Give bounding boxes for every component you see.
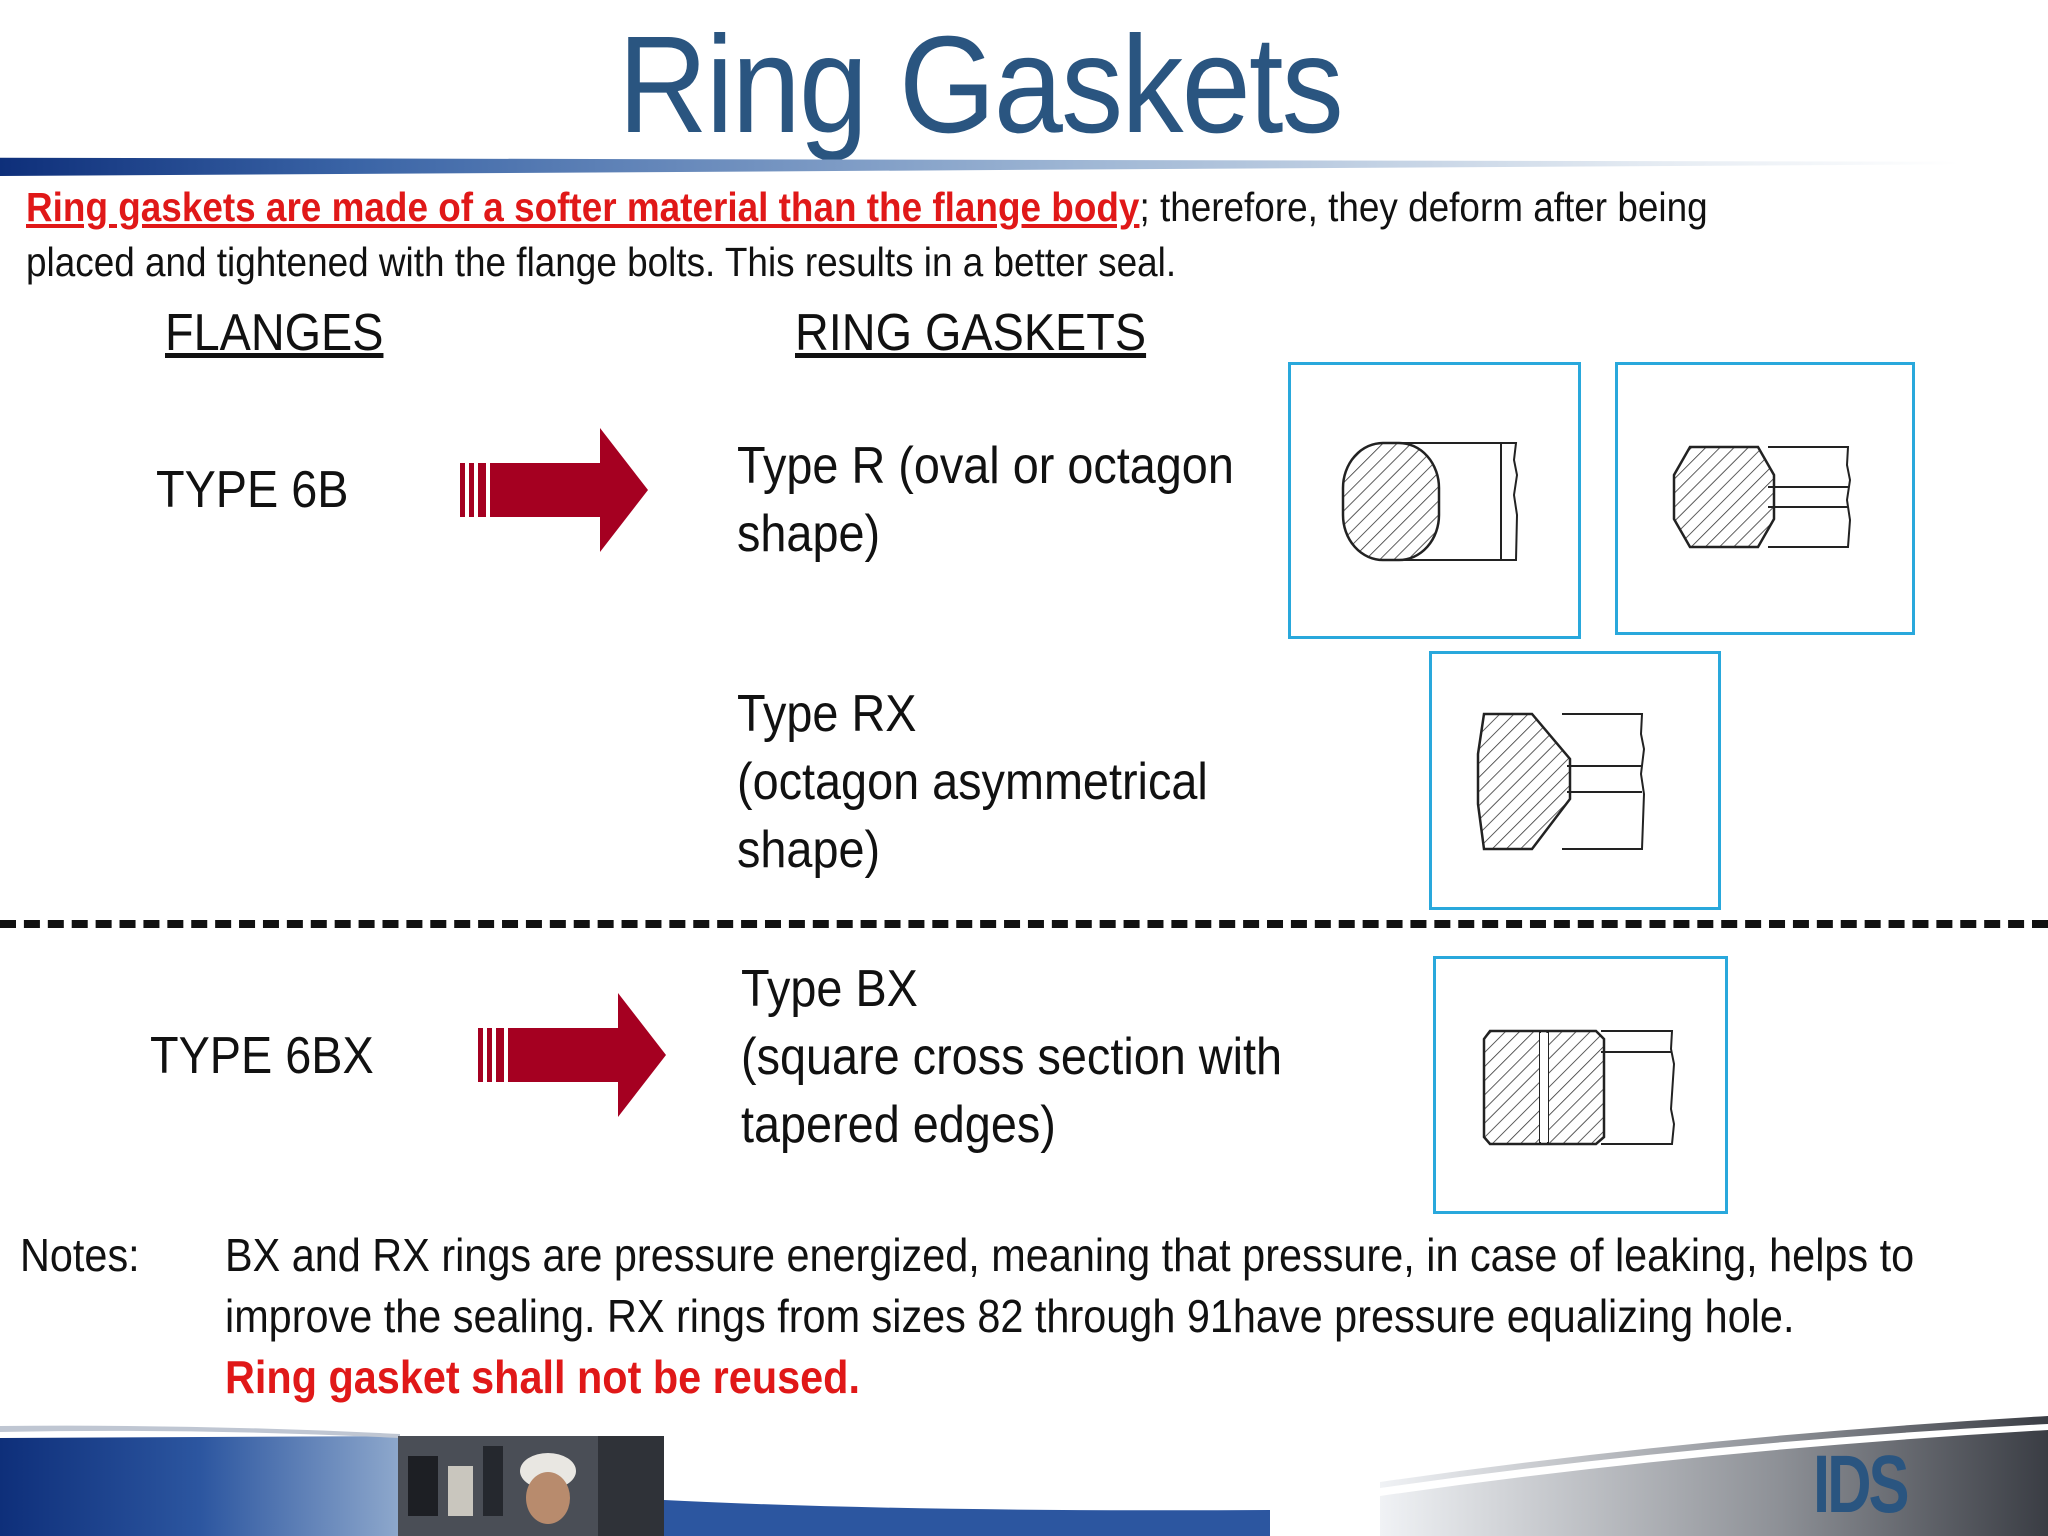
intro-line2: placed and tightened with the flange bol… [26, 239, 1177, 285]
gasket-type-rx-line3: shape) [737, 821, 881, 879]
diagram-type-r-oval [1288, 362, 1581, 639]
gasket-type-bx-line2: (square cross section with [741, 1028, 1283, 1086]
notes-label: Notes: [20, 1229, 140, 1281]
gasket-type-bx-description: Type BX (square cross section with taper… [741, 955, 1282, 1159]
right-arrow-icon [460, 428, 648, 552]
intro-line1-rest: ; therefore, they deform after being [1139, 184, 1708, 230]
ring-gaskets-heading: RING GASKETS [795, 304, 1147, 362]
gasket-type-bx-line3: tapered edges) [741, 1096, 1056, 1154]
gasket-octagon-cross-section [1672, 445, 1852, 549]
footer-photo [398, 1436, 664, 1536]
gasket-type-r-line1: Type R (oval or octagon [737, 437, 1234, 495]
page-title: Ring Gaskets [618, 8, 1344, 162]
notes-warning: Ring gasket shall not be reused. [225, 1351, 860, 1403]
diagram-type-bx [1433, 956, 1728, 1214]
flange-type-6bx: TYPE 6BX [150, 1027, 374, 1085]
gasket-type-rx-line1: Type RX [737, 685, 917, 743]
right-arrow-icon [478, 993, 666, 1117]
gasket-oval-cross-section [1341, 441, 1519, 562]
worker-photo-image [398, 1436, 664, 1536]
footer-swoosh [0, 1416, 2048, 1536]
intro-paragraph: Ring gaskets are made of a softer materi… [26, 180, 1736, 290]
gasket-type-rx-line2: (octagon asymmetrical [737, 753, 1208, 811]
notes-body: BX and RX rings are pressure energized, … [225, 1225, 1914, 1408]
gasket-rx-cross-section [1476, 712, 1646, 851]
diagram-type-rx [1429, 651, 1721, 910]
footer-white-block [664, 1436, 1270, 1498]
section-divider [0, 920, 2048, 928]
gasket-type-rx-description: Type RX (octagon asymmetrical shape) [737, 680, 1208, 884]
flange-type-6b: TYPE 6B [156, 461, 349, 519]
gasket-type-r-description: Type R (oval or octagon shape) [737, 432, 1234, 568]
intro-emphasis: Ring gaskets are made of a softer materi… [26, 184, 1140, 230]
ids-logo: IDS [1813, 1439, 1910, 1530]
gasket-type-r-line2: shape) [737, 505, 881, 563]
gasket-bx-cross-section [1482, 1029, 1676, 1146]
notes-line1: BX and RX rings are pressure energized, … [225, 1229, 1915, 1281]
diagram-type-r-octagon [1615, 362, 1915, 635]
gasket-type-bx-line1: Type BX [741, 960, 918, 1018]
flanges-heading: FLANGES [165, 304, 384, 362]
notes-line2: improve the sealing. RX rings from sizes… [225, 1290, 1795, 1342]
